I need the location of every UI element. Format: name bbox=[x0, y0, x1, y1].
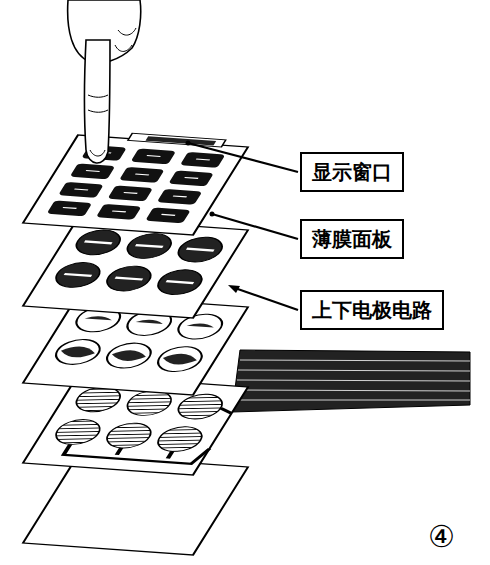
upper-electrode-layer bbox=[23, 218, 248, 318]
pressing-finger bbox=[68, 0, 141, 163]
membrane-panel bbox=[23, 130, 251, 235]
label-text: 显示窗口 bbox=[312, 160, 392, 184]
callout-number: ④ bbox=[428, 522, 455, 552]
label-text: 上下电极电路 bbox=[312, 298, 432, 322]
label-text: 薄膜面板 bbox=[312, 227, 392, 251]
leader-lines bbox=[188, 143, 298, 310]
leader-ends bbox=[186, 141, 241, 294]
label-box: 显示窗口 bbox=[300, 152, 404, 192]
label-box: 薄膜面板 bbox=[300, 219, 404, 259]
ribbon-cable bbox=[232, 350, 470, 412]
label-box: 上下电极电路 bbox=[300, 290, 444, 330]
